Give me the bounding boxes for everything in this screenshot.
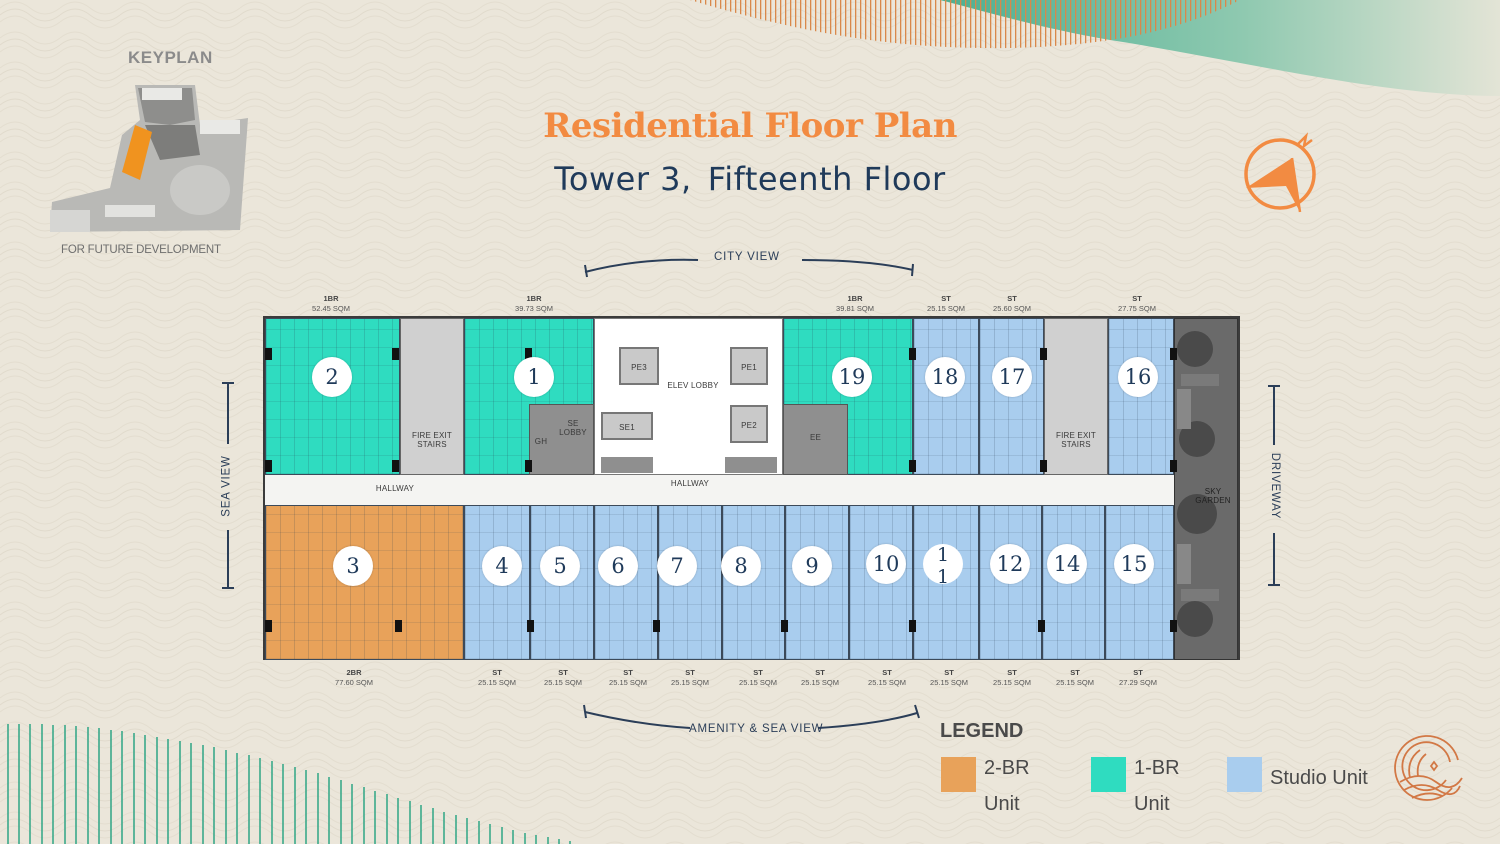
ee-room: EE <box>783 404 848 475</box>
tower-label: Tower 3, <box>554 160 692 198</box>
top-wave-decoration <box>690 0 1500 96</box>
floor-plan: FIRE EXIT STAIRS GH SE LOBBY PE3 SE1 PE1… <box>263 316 1240 660</box>
unit-8-area[interactable] <box>722 505 785 660</box>
driveway-label: DRIVEWAY <box>1269 452 1282 520</box>
fire-exit-stairs-left: FIRE EXIT STAIRS <box>400 318 464 475</box>
sky-garden: SKY GARDEN <box>1174 318 1238 660</box>
sea-view-label: SEA VIEW <box>220 455 233 517</box>
keyplan-note: FOR FUTURE DEVELOPMENT <box>61 244 221 256</box>
legend-title: LEGEND <box>940 720 1024 742</box>
lift-pe1: PE1 <box>730 347 768 385</box>
unit-badge-16[interactable]: 16 <box>1118 357 1158 397</box>
city-view-arc <box>584 258 914 278</box>
city-view-label: CITY VIEW <box>714 251 780 263</box>
keyplan-site-map[interactable] <box>50 80 250 235</box>
se-lobby: GH SE LOBBY <box>529 404 594 475</box>
unit-6-area[interactable] <box>594 505 658 660</box>
north-arrow-compass-icon <box>1244 132 1316 213</box>
legend-label-studio: Studio Unit <box>1270 767 1368 789</box>
page-title: Residential Floor Plan <box>543 106 957 146</box>
unit-badge-4[interactable]: 4 <box>482 546 522 586</box>
unit-badge-2[interactable]: 2 <box>312 357 352 397</box>
unit-18-area[interactable] <box>913 318 979 475</box>
sea-view-bracket <box>222 382 234 589</box>
unit-badge-14[interactable]: 14 <box>1047 544 1087 584</box>
unit-badge-19[interactable]: 19 <box>832 357 872 397</box>
unit-badge-3[interactable]: 3 <box>333 546 373 586</box>
legend-swatch-2br <box>941 757 976 792</box>
hallway <box>265 475 1174 505</box>
unit-badge-9[interactable]: 9 <box>792 546 832 586</box>
unit-4-area[interactable] <box>464 505 530 660</box>
wave-sun-logo-icon <box>1394 735 1463 801</box>
lift-pe2: PE2 <box>730 405 768 443</box>
unit-badge-5[interactable]: 5 <box>540 546 580 586</box>
legend-swatch-studio <box>1227 757 1262 792</box>
unit-badge-18[interactable]: 18 <box>925 357 965 397</box>
amenity-sea-view-arc <box>583 704 920 729</box>
unit-badge-6[interactable]: 6 <box>598 546 638 586</box>
unit-badge-7[interactable]: 7 <box>657 546 697 586</box>
lift-pe3: PE3 <box>619 347 659 385</box>
unit-badge-11[interactable]: 1 1 <box>923 544 963 588</box>
unit-3-area[interactable] <box>265 505 464 660</box>
tree-icons <box>1177 331 1219 637</box>
unit-badge-12[interactable]: 12 <box>990 544 1030 584</box>
legend-swatch-1br <box>1091 757 1126 792</box>
unit-badge-8[interactable]: 8 <box>721 546 761 586</box>
page-subtitle: Tower 3, Fifteenth Floor <box>0 160 1500 198</box>
unit-badge-17[interactable]: 17 <box>992 357 1032 397</box>
unit-5-area[interactable] <box>530 505 594 660</box>
fire-exit-stairs-right: FIRE EXIT STAIRS <box>1044 318 1108 475</box>
unit-16-area[interactable] <box>1108 318 1174 475</box>
keyplan-title: KEYPLAN <box>128 48 213 67</box>
unit-badge-15[interactable]: 15 <box>1114 544 1154 584</box>
unit-badge-10[interactable]: 10 <box>866 544 906 584</box>
floor-label: Fifteenth Floor <box>707 160 946 198</box>
bottom-stripes-decoration <box>7 724 571 844</box>
driveway-bracket <box>1268 385 1280 586</box>
unit-2-area[interactable] <box>265 318 400 475</box>
amenity-sea-view-label: AMENITY & SEA VIEW <box>689 723 824 735</box>
elevator-core: PE3 SE1 PE1 PE2 ELEV LOBBY <box>594 318 783 475</box>
unit-badge-1[interactable]: 1 <box>514 357 554 397</box>
lift-se1: SE1 <box>601 412 653 440</box>
